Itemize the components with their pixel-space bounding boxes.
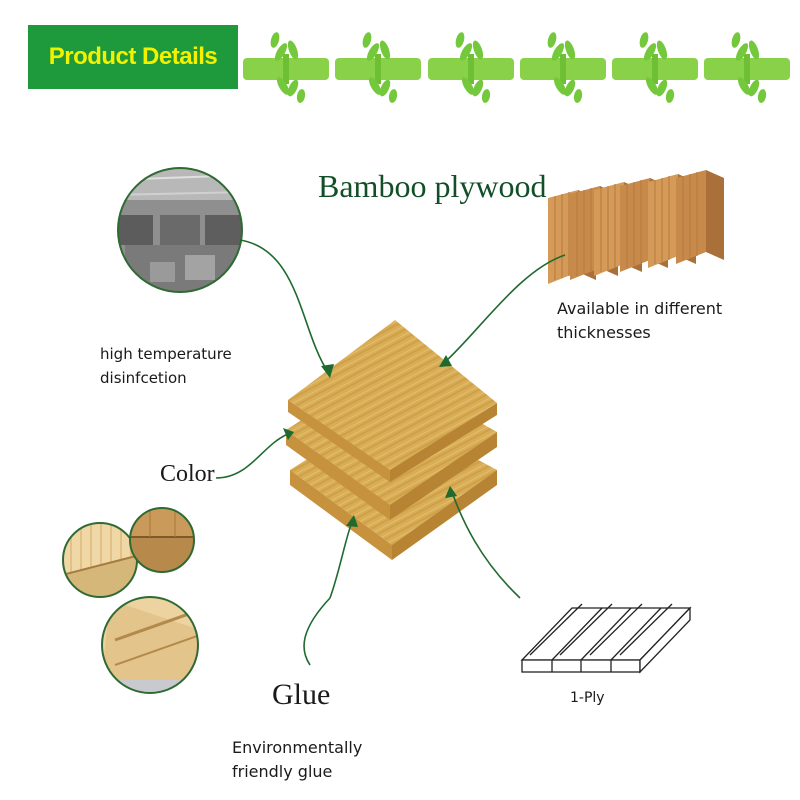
thickness-callout-line2: thicknesses: [557, 323, 651, 342]
main-title: Bamboo plywood: [318, 168, 547, 204]
thickness-callout-line1: Available in different: [557, 299, 723, 318]
glue-callout-line1: Environmentally: [232, 738, 363, 757]
ply-layer-icon: [520, 603, 692, 674]
glue-callout-line2: friendly glue: [232, 762, 333, 781]
ply-label: 1-Ply: [570, 690, 605, 706]
heat-callout-line2: disinfcetion: [100, 369, 187, 387]
glue-callout: Environmentally friendly glue: [232, 736, 362, 784]
bamboo-stalk-icon: [243, 32, 329, 103]
heat-callout: high temperature disinfcetion: [100, 342, 232, 390]
product-details-title: Product Details: [48, 43, 218, 70]
bamboo-sample-photo: [62, 507, 199, 694]
heat-callout-line1: high temperature: [100, 345, 232, 363]
arrow-heads: [283, 355, 457, 527]
bamboo-boards-photo: [548, 170, 724, 284]
product-details-badge: Product Details: [28, 25, 238, 89]
plywood-stack: [286, 320, 497, 560]
bamboo-stalk-icon: [428, 32, 514, 103]
bamboo-stalk-icon: [520, 32, 606, 103]
color-label: Color: [160, 461, 215, 487]
connector-arrows: [215, 239, 566, 666]
bamboo-stalk-icon: [704, 32, 790, 103]
bamboo-stalk-icon: [335, 32, 421, 103]
factory-photo: [117, 167, 243, 293]
thickness-callout: Available in different thicknesses: [557, 297, 722, 345]
glue-label: Glue: [272, 678, 331, 711]
bamboo-stalk-icon: [612, 32, 698, 103]
